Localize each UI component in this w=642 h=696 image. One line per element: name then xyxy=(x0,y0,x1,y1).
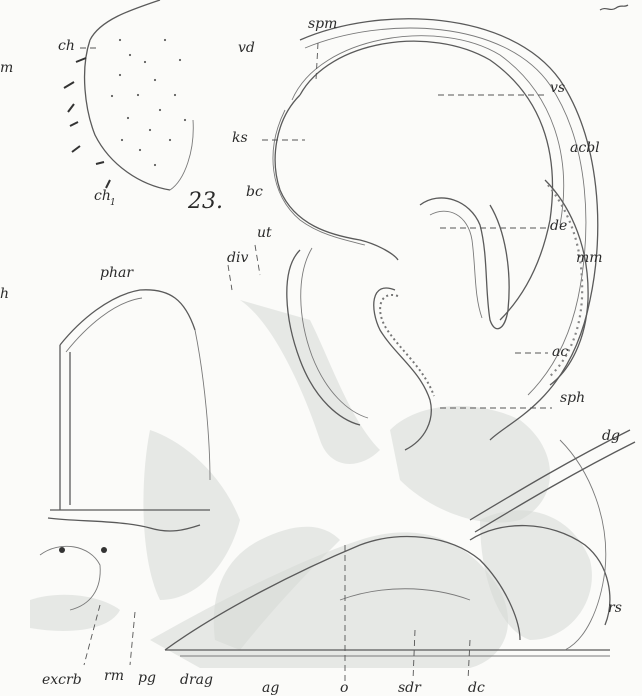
label-ch1: ch xyxy=(94,188,111,204)
label-drag: drag xyxy=(180,672,213,688)
label-ks: ks xyxy=(232,130,248,146)
label-de: de xyxy=(550,218,567,234)
label-acbl: acbl xyxy=(570,140,600,156)
figure-number: 23. xyxy=(187,189,223,214)
label-ac: ac xyxy=(552,344,568,360)
label-pg: pg xyxy=(138,670,156,686)
label-h-edge: h xyxy=(0,286,9,302)
label-ut: ut xyxy=(257,225,272,241)
label-sph: sph xyxy=(560,390,585,406)
label-div: div xyxy=(227,250,248,266)
label-rs: rs xyxy=(608,600,622,616)
label-vd: vd xyxy=(238,40,255,56)
label-dg: dg xyxy=(602,428,620,444)
label-dc: dc xyxy=(468,680,485,696)
label-spm: spm xyxy=(308,16,337,32)
label-rm: rm xyxy=(104,668,124,684)
tissue-shading xyxy=(30,300,592,668)
label-excrb: excrb xyxy=(42,672,82,688)
label-phar: phar xyxy=(100,265,134,281)
label-o: o xyxy=(340,680,348,696)
label-ch: ch xyxy=(58,38,75,54)
label-vs: vs xyxy=(550,80,565,96)
label-bc: bc xyxy=(246,184,263,200)
flourish-mark xyxy=(600,5,628,10)
label-m-edge: m xyxy=(0,60,13,76)
label-mm: mm xyxy=(576,250,603,266)
label-ag: ag xyxy=(262,680,279,696)
label-ch1-subscript: 1 xyxy=(110,198,116,208)
vesicula-seminalis xyxy=(273,36,564,329)
chaetae-cluster xyxy=(64,0,193,190)
label-sdr: sdr xyxy=(398,680,422,696)
